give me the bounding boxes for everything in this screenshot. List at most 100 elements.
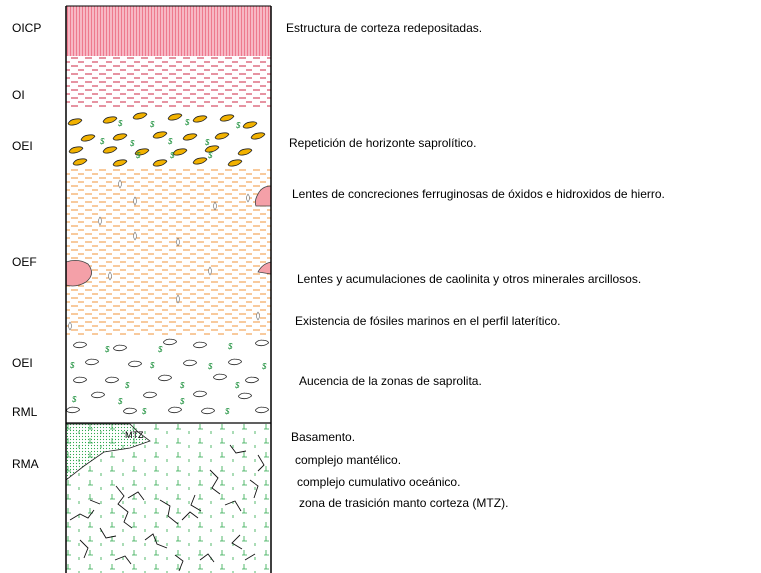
serpentinite-cracks: [69, 444, 265, 572]
concretion-nodule: [132, 112, 148, 120]
fossil-shell: [246, 193, 250, 203]
crack-line: [199, 553, 215, 563]
rock-fragment: [255, 406, 269, 414]
ferruginous-lens-left: [66, 260, 92, 287]
saprolite-sign: $: [135, 151, 141, 160]
saprolite-sign: $: [207, 362, 213, 371]
desc-cumulate-complex: complejo cumulativo oceánico.: [297, 475, 460, 489]
saprolite-sign: $: [169, 151, 175, 160]
concretion-nodule: [80, 134, 96, 142]
rock-fragment: [128, 360, 142, 368]
layer-code-oi: OI: [12, 88, 25, 102]
desc-no-saprolite: Aucencia de la zonas de saprolita.: [299, 374, 482, 388]
crack-line: [159, 499, 179, 525]
concretion-nodule: [214, 132, 230, 140]
rock-fragment: [245, 376, 259, 384]
rock-fragment: [73, 341, 87, 349]
concretion-nodules: [67, 112, 266, 167]
mtz-zone: [66, 423, 151, 481]
ferruginous-lens-right-lower: [257, 261, 271, 275]
crack-line: [127, 491, 145, 501]
saprolite-sign: $: [117, 397, 123, 406]
desc-ferruginous: Lentes de concreciones ferruginosas de ó…: [292, 187, 665, 201]
rock-fragment: [255, 339, 269, 347]
crack-line: [115, 485, 133, 529]
fossil-shell: [133, 231, 137, 241]
rock-fragment: [113, 344, 127, 352]
crack-line: [209, 469, 221, 495]
saprolite-sign: $: [104, 345, 110, 354]
crack-line: [79, 539, 89, 559]
rock-fragment: [201, 407, 215, 415]
layer-oef: [66, 167, 271, 337]
fossil-shell: [98, 216, 102, 226]
rock-fragment: [66, 406, 80, 414]
rock-fragment: [168, 406, 182, 414]
concretion-nodule: [67, 118, 83, 126]
layer-code-oicp: OICP: [12, 21, 41, 35]
crack-line: [229, 444, 247, 454]
concretion-nodule: [72, 158, 88, 166]
crack-line: [190, 494, 202, 512]
saprolite-sign: $: [184, 118, 190, 127]
saprolite-sign: $: [69, 361, 75, 370]
crack-line: [174, 554, 184, 572]
layer-oi: [66, 56, 271, 107]
crack-line: [249, 479, 259, 499]
saprolite-sign: $: [141, 407, 147, 416]
concretion-nodule: [227, 159, 243, 167]
concretion-nodule: [204, 145, 220, 153]
crack-line: [257, 454, 265, 472]
crack-line: [69, 509, 95, 521]
saprolite-sign: $: [179, 381, 185, 390]
saprolite-sign: $: [235, 121, 241, 130]
concretion-nodule: [250, 132, 266, 140]
fossil-shell: [68, 321, 72, 331]
saprolite-sign: $: [227, 342, 233, 351]
saprolite-sign: $: [117, 119, 123, 128]
saprolite-sign: $: [149, 120, 155, 129]
concretion-nodule: [68, 146, 84, 154]
rock-fragment: [143, 391, 157, 399]
concretion-nodule: [102, 146, 118, 154]
fossil-shell: [213, 201, 217, 211]
desc-mantle-complex: complejo mantélico.: [295, 453, 401, 467]
saprolite-sign: $: [157, 345, 163, 354]
fossil-shell: [176, 237, 180, 247]
concretion-nodule: [112, 133, 128, 141]
layer-code-oef: OEF: [12, 255, 37, 269]
fossil-shell: [256, 311, 260, 321]
saprolite-sign: $: [167, 137, 173, 146]
layer-code-rml: RML: [12, 405, 38, 419]
saprolite-sign: $: [234, 381, 240, 390]
concretion-nodule: [182, 133, 198, 141]
desc-basement: Basamento.: [291, 430, 355, 444]
concretion-nodule: [167, 113, 183, 121]
fossil-shell: [176, 294, 180, 304]
rock-fragment: [183, 359, 197, 367]
saprolite-sign: $: [124, 381, 130, 390]
desc-oei-upper: Repetición de horizonte saprolítico.: [289, 136, 476, 150]
rock-fragment: [228, 358, 242, 366]
rock-fragment: [163, 338, 177, 346]
layer-code-oei-lower: OEI: [12, 356, 33, 370]
concretion-nodule: [112, 159, 128, 167]
concretion-nodule: [152, 131, 168, 139]
saprolite-fragments: $$$$$$$$$$$$$$$$$$$$$$$$$$: [66, 118, 269, 416]
saprolite-sign: $: [179, 397, 185, 406]
ferruginous-lens-right-upper: [254, 185, 271, 207]
rock-fragment: [238, 392, 252, 400]
desc-oicp: Estructura de corteza redepositadas.: [286, 21, 482, 35]
crack-line: [181, 511, 199, 521]
layer-code-rma: RMA: [12, 457, 39, 471]
layer-oei-upper: [66, 107, 271, 167]
saprolite-sign: $: [261, 362, 267, 371]
concretion-nodule: [237, 148, 253, 156]
rock-fragment: [85, 358, 99, 366]
desc-kaolinite: Lentes y acumulaciones de caolinita y ot…: [297, 272, 641, 286]
saprolite-sign: $: [129, 139, 135, 148]
crack-line: [99, 527, 117, 539]
fossil-shell: [118, 179, 122, 189]
mtz-label: MTZ: [125, 430, 144, 440]
